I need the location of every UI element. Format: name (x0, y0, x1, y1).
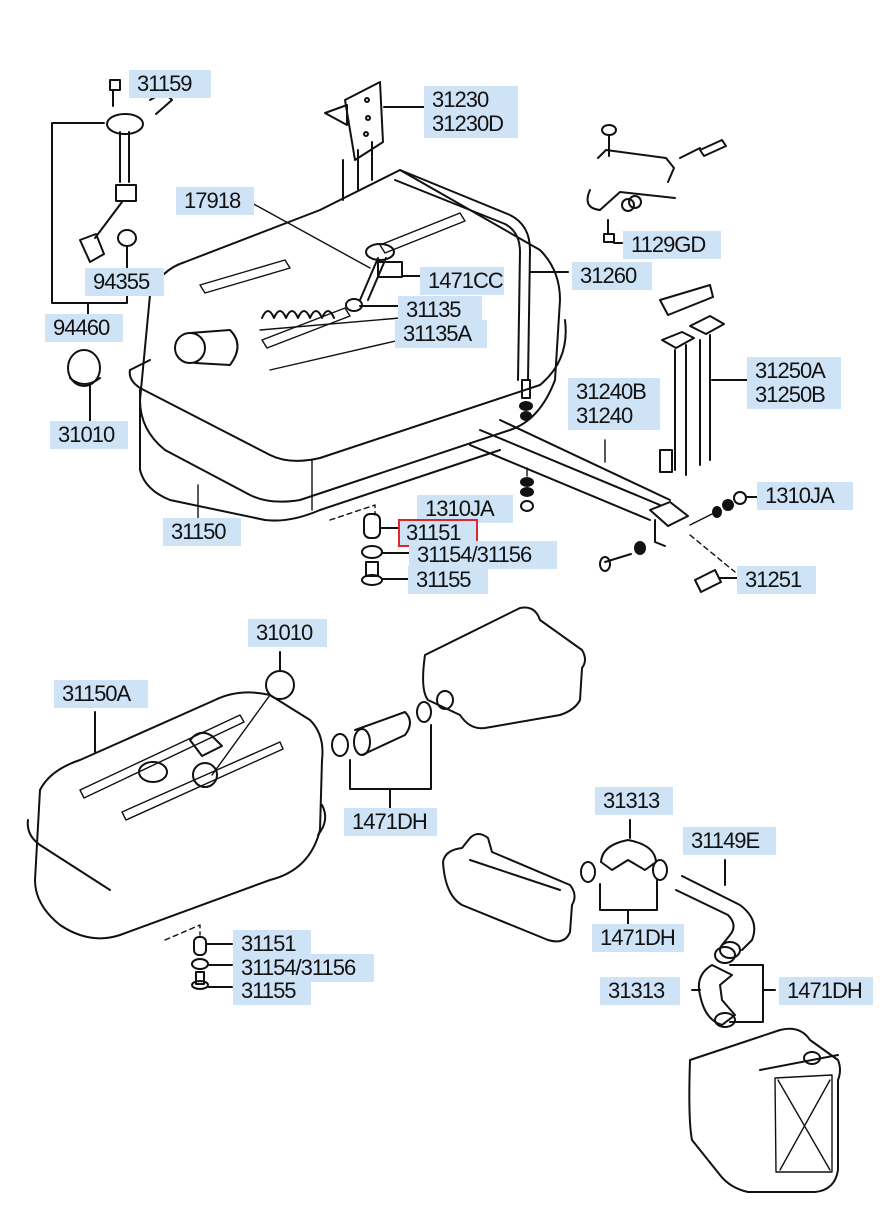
part-label-1471dh-b[interactable]: 1471DH (592, 924, 684, 952)
part-label-17918[interactable]: 17918 (176, 187, 254, 215)
part-label-31150a[interactable]: 31150A (54, 680, 148, 708)
elbow-31313-top (580, 819, 668, 926)
part-label-94355[interactable]: 94355 (85, 268, 164, 296)
fuel-cap-part (67, 349, 101, 422)
hanger-31250 (659, 284, 751, 476)
part-label-31154-31156-bottom[interactable]: 31154/31156 (233, 954, 374, 982)
part-number-31250b: 31250B (755, 382, 826, 407)
canister-assembly (331, 606, 586, 809)
part-number-31230: 31230 (432, 87, 489, 112)
canister-small (442, 833, 576, 943)
fuel-sender-unit (51, 79, 173, 316)
drain-plug-top (329, 504, 413, 586)
part-label-31155-bottom[interactable]: 31155 (233, 977, 311, 1005)
part-label-1310ja-right[interactable]: 1310JA (757, 482, 853, 510)
part-label-31151-bottom[interactable]: 31151 (233, 930, 311, 958)
part-number-31240: 31240 (576, 403, 633, 428)
part-label-1310ja-left[interactable]: 1310JA (417, 495, 513, 523)
bracket-31230 (324, 81, 429, 201)
part-label-31313-top[interactable]: 31313 (595, 787, 673, 815)
part-label-31251[interactable]: 31251 (737, 566, 816, 594)
part-label-31150[interactable]: 31150 (163, 518, 241, 546)
part-number-31240b: 31240B (576, 379, 647, 404)
fuel-tank-main (128, 169, 569, 522)
part-label-31135[interactable]: 31135 (398, 296, 482, 324)
part-label-31010-bottom[interactable]: 31010 (248, 619, 327, 647)
part-label-94460[interactable]: 94460 (45, 314, 123, 342)
part-label-1129gd[interactable]: 1129GD (623, 231, 721, 259)
part-label-1471dh-c[interactable]: 1471DH (779, 977, 873, 1005)
part-label-1471cc[interactable]: 1471CC (420, 267, 504, 295)
part-label-31010-top[interactable]: 31010 (50, 421, 128, 449)
bracket-1129gd (586, 124, 727, 244)
part-label-31154-31156-top[interactable]: 31154/31156 (409, 541, 557, 569)
part-label-31260[interactable]: 31260 (572, 262, 652, 290)
part-label-31313-bottom[interactable]: 31313 (600, 977, 680, 1005)
canister-jerrycan (688, 1027, 841, 1193)
part-label-31135a[interactable]: 31135A (395, 320, 487, 348)
part-label-1471dh-a[interactable]: 1471DH (344, 808, 437, 836)
part-number-31230d: 31230D (432, 111, 504, 136)
part-label-31149e[interactable]: 31149E (683, 827, 776, 855)
part-label-31159[interactable]: 31159 (129, 70, 211, 98)
part-label-31155-top[interactable]: 31155 (408, 566, 488, 594)
elbow-31313-bottom (691, 964, 776, 1028)
part-number-31250a: 31250A (755, 358, 826, 383)
hose-31149e (675, 859, 756, 964)
fuel-tank-small (26, 651, 327, 990)
crossmember-31240 (469, 419, 761, 593)
